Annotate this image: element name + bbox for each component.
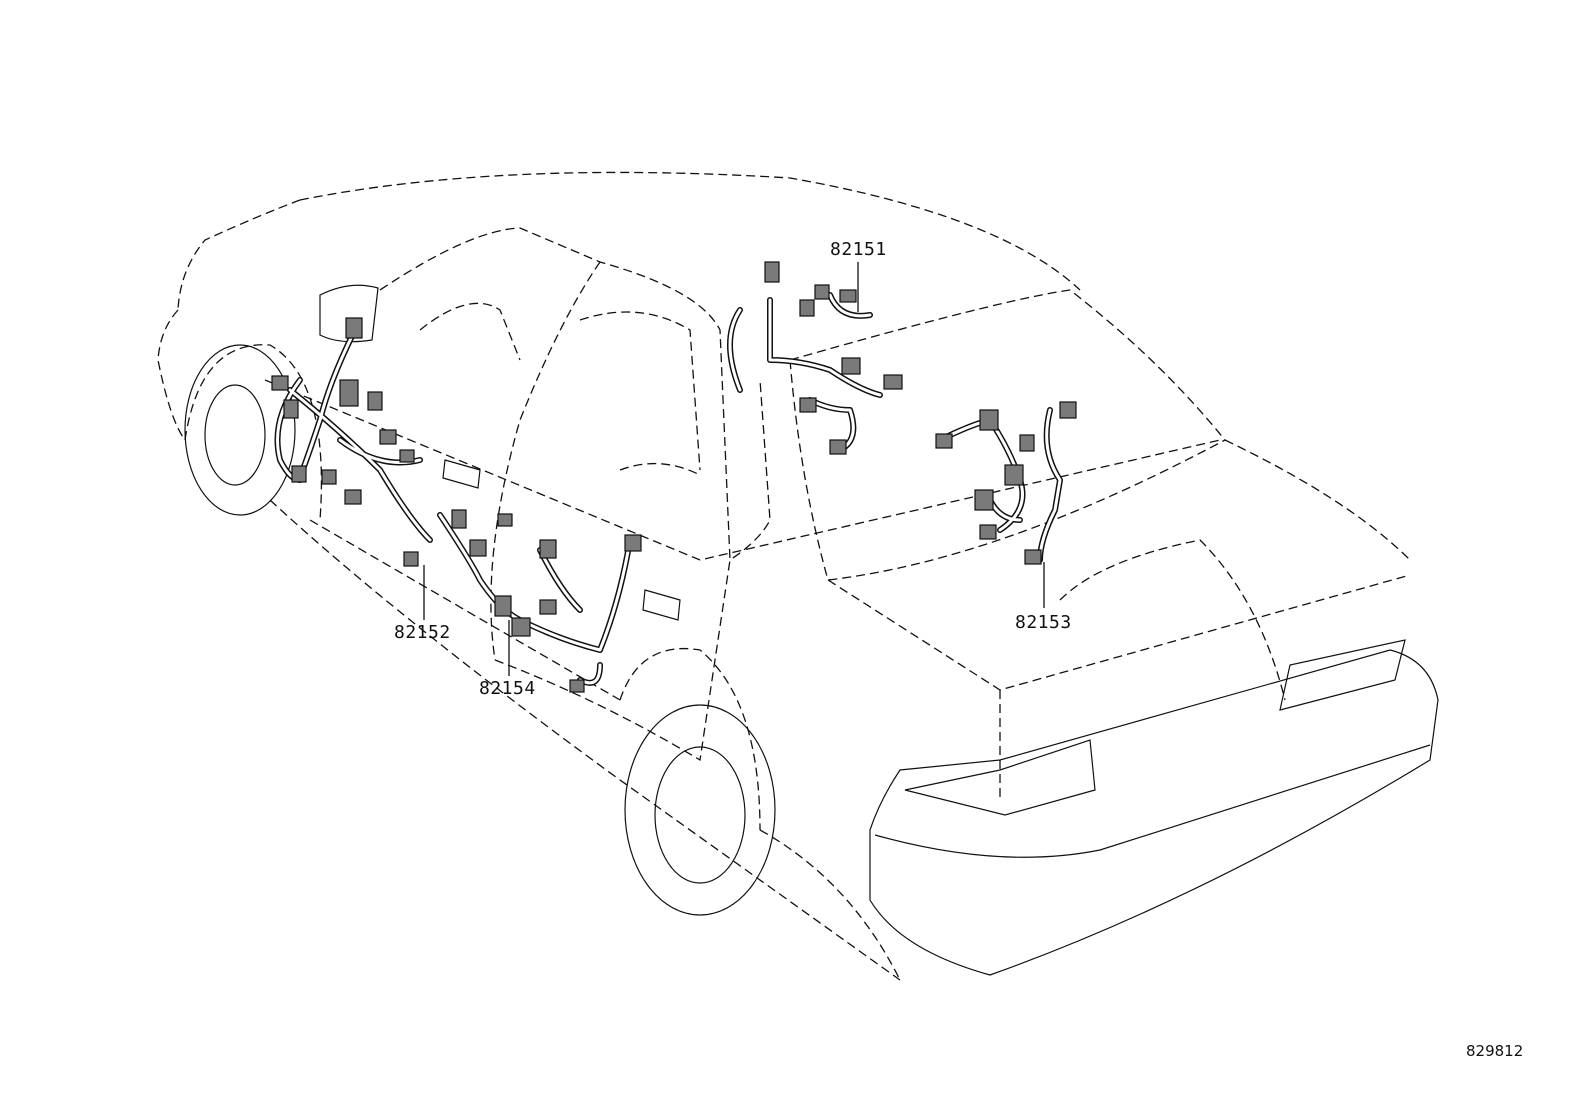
catalog-number: 829812 xyxy=(1466,1042,1523,1060)
connectors xyxy=(271,261,1077,693)
part-label-82152: 82152 xyxy=(394,622,451,643)
car-body-solid xyxy=(184,284,1439,976)
harness-front-door xyxy=(274,327,433,543)
part-label-82153: 82153 xyxy=(1015,612,1072,633)
harness-rear-door xyxy=(437,512,633,686)
harness-roof xyxy=(727,292,883,453)
part-label-82151: 82151 xyxy=(830,239,887,260)
harness-rear-cabin xyxy=(937,407,1063,563)
leader-lines xyxy=(423,262,1045,676)
part-label-82154: 82154 xyxy=(479,678,536,699)
car-body-outline xyxy=(157,171,1411,981)
